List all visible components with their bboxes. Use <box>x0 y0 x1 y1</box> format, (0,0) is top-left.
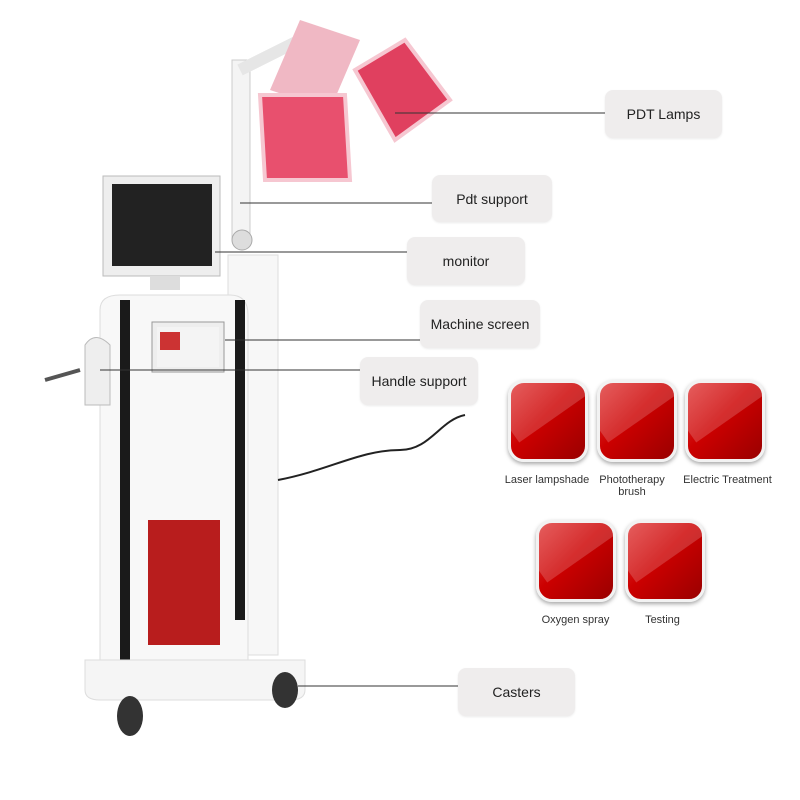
pdt-lamps <box>257 20 453 182</box>
pdt-support-arm <box>231 59 251 241</box>
accessory-label: Oxygen spray <box>541 614 610 626</box>
callout-pdt-support: Pdt support <box>432 175 552 222</box>
testing-icon <box>625 520 705 602</box>
accessory-label: Laser lampshade <box>504 474 590 486</box>
caster <box>117 696 143 736</box>
phototherapy-brush-icon <box>597 380 677 462</box>
caster <box>272 672 298 708</box>
oxygen-spray-icon <box>536 520 616 602</box>
red-panel <box>148 520 220 645</box>
callout-machine-screen: Machine screen <box>420 300 540 348</box>
accessory-label: Phototherapy brush <box>599 474 665 498</box>
accessory-label: Electric Treatment <box>683 474 772 486</box>
laser-lampshade-icon <box>508 380 588 462</box>
callout-monitor: monitor <box>407 237 525 285</box>
callout-handle-support: Handle support <box>360 357 478 405</box>
callout-casters: Casters <box>458 668 575 716</box>
electric-treatment-icon <box>685 380 765 462</box>
callout-pdt-lamps: PDT Lamps <box>605 90 722 138</box>
accessory-label: Testing <box>645 614 680 626</box>
